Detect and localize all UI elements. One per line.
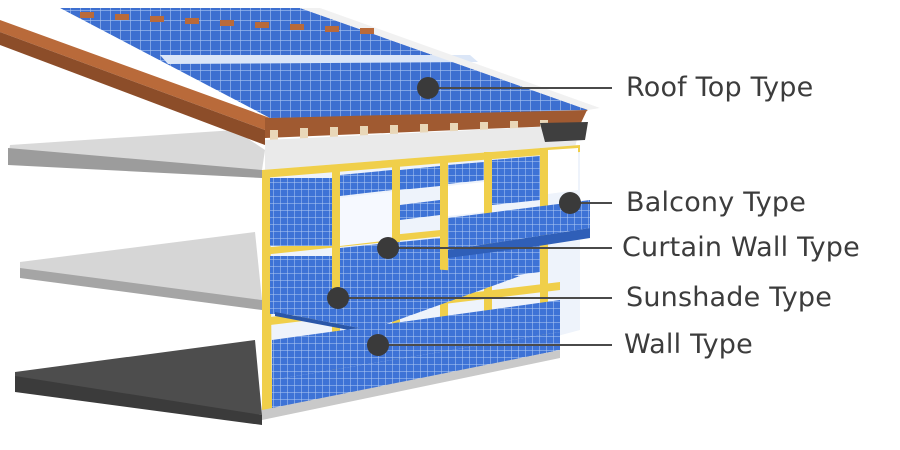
sunshade-marker-dot (327, 287, 349, 309)
facade (262, 145, 590, 420)
wall-marker-dot (367, 334, 389, 356)
roof-top-type-label: Roof Top Type (626, 72, 814, 103)
roof-pv-panels (60, 8, 588, 118)
floor-slabs (8, 130, 265, 425)
balcony-type-label: Balcony Type (626, 187, 807, 218)
middle-slab (20, 232, 262, 300)
balcony-marker-dot (559, 192, 581, 214)
sunshade-type-label: Sunshade Type (626, 282, 833, 313)
wall-type-label: Wall Type (624, 329, 753, 360)
wall-pv (272, 300, 560, 380)
roof (0, 8, 600, 170)
curtain-wall-type-label: Curtain Wall Type (622, 232, 860, 263)
roof-marker-dot (417, 77, 439, 99)
upper-pv-left (270, 178, 332, 246)
curtain-marker-dot (377, 237, 399, 259)
balcony-pv (448, 200, 590, 250)
